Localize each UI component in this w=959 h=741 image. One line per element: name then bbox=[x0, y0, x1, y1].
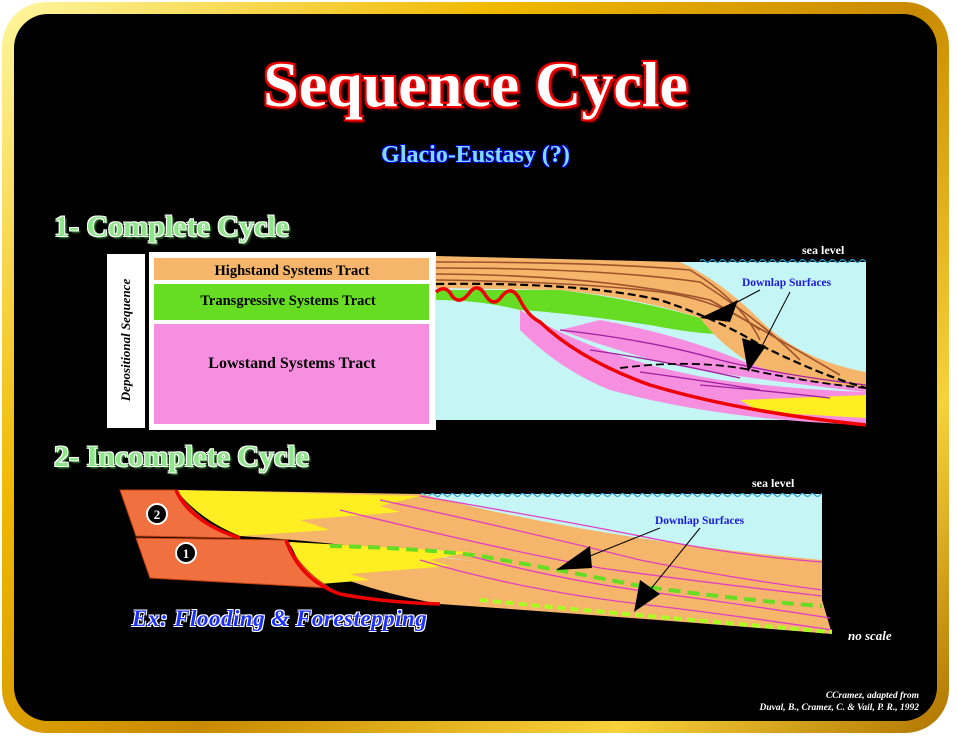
transgressive-swatch bbox=[154, 284, 431, 320]
slide-title: Sequence Cycle bbox=[263, 49, 688, 120]
credit-note: CCramez, adapted from Duval, B., Cramez,… bbox=[759, 690, 919, 714]
marker-1-label: 1 bbox=[183, 546, 190, 561]
highstand-swatch bbox=[154, 258, 431, 280]
marker-1 bbox=[175, 542, 197, 564]
tract-label-transgressive: Transgressive Systems Tract bbox=[200, 293, 375, 309]
arrow-icon bbox=[700, 300, 738, 322]
slide-subtitle: Glacio-Eustasy (?) bbox=[381, 142, 570, 168]
downlap-label-2: Downlap Surfaces bbox=[655, 515, 745, 527]
sequence-boundary-2 bbox=[174, 489, 241, 540]
downlap-surface-2b bbox=[479, 598, 833, 634]
no-scale-label: no scale bbox=[848, 628, 892, 643]
arrow-icon bbox=[556, 546, 592, 570]
lowstand-wedge bbox=[520, 310, 866, 425]
arrow-icon bbox=[742, 338, 766, 372]
complete-cycle-section: sea level Downlap Surfaces bbox=[429, 243, 867, 428]
arrow-icon bbox=[634, 580, 660, 612]
downlap-surface-2a bbox=[329, 544, 823, 608]
sequence-label-box bbox=[107, 254, 145, 428]
wave-line-1 bbox=[700, 259, 866, 265]
lowstand-clinoforms bbox=[559, 329, 867, 399]
example-caption: Ex: Flooding & Forestepping bbox=[132, 606, 428, 631]
marker-2 bbox=[146, 503, 168, 525]
lowstand-swatch bbox=[154, 324, 431, 424]
sequence-1-sands bbox=[290, 542, 470, 584]
credit-line1: CCramez, adapted from bbox=[825, 691, 919, 701]
tract-label-highstand: Highstand Systems Tract bbox=[215, 263, 370, 279]
section1-heading: 1- Complete Cycle bbox=[54, 210, 289, 243]
credit-line2: Duval, B., Cramez, C. & Vail, P. R., 199… bbox=[759, 703, 919, 713]
sea-level-label-1: sea level bbox=[802, 243, 845, 257]
sequence-label: Depositional Sequence bbox=[118, 279, 133, 403]
sequence-boundary-1b bbox=[284, 539, 441, 606]
marker-2-label: 2 bbox=[154, 507, 161, 522]
incomplete-cycle-section: sea level Downlap Surfaces 2 1 no scale bbox=[119, 476, 892, 643]
downlap-surface-1b bbox=[619, 362, 867, 389]
section2-heading: 2- Incomplete Cycle bbox=[54, 440, 309, 473]
sequence-boundary-1 bbox=[434, 286, 867, 427]
downlap-surface-1a bbox=[435, 282, 867, 390]
sequence-legend: Depositional Sequence Highstand Systems … bbox=[107, 252, 436, 430]
sequence-2-body bbox=[176, 490, 822, 600]
sea-level-label-2: sea level bbox=[752, 476, 795, 490]
downlap-label-1: Downlap Surfaces bbox=[742, 277, 832, 289]
tract-label-lowstand: Lowstand Systems Tract bbox=[208, 355, 376, 372]
transgressive-unit bbox=[436, 290, 740, 335]
highstand-unit bbox=[436, 256, 866, 392]
sequence-2-sands bbox=[176, 490, 420, 536]
wave-line-2 bbox=[420, 492, 822, 498]
